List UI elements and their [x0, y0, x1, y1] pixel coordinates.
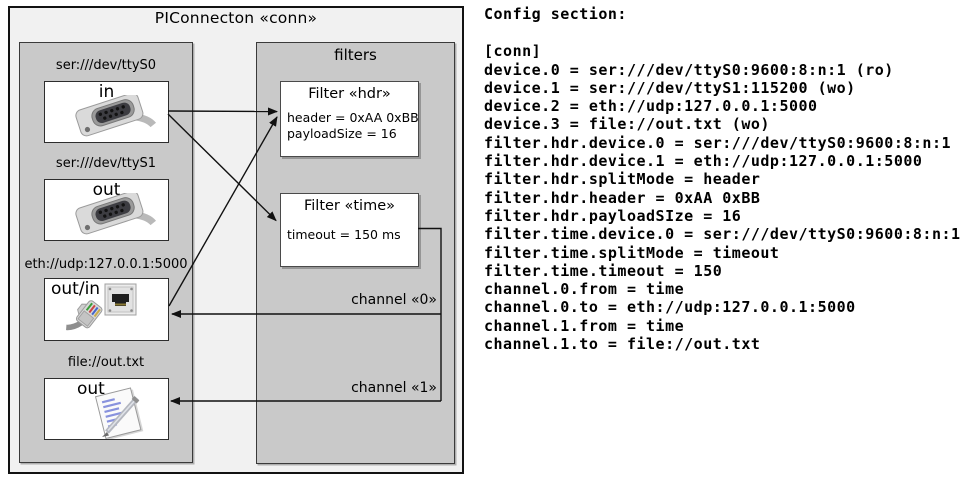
device-label-ttyS1: ser:///dev/ttyS1 — [55, 156, 157, 171]
filter-box-time: Filter «time» timeout = 150 ms — [280, 193, 419, 267]
config-line: filter.hdr.device.1 = eth://udp:127.0.0.… — [484, 152, 923, 171]
filters-group-label: filters — [334, 46, 377, 64]
serial-connector-icon — [75, 95, 157, 137]
channel-1-label: channel «1» — [351, 380, 437, 396]
config-line: channel.0.to = eth://udp:127.0.0.1:5000 — [484, 298, 856, 317]
config-line: filter.hdr.splitMode = header — [484, 170, 761, 189]
config-heading: Config section: — [484, 5, 627, 23]
device-label-eth: eth://udp:127.0.0.1:5000 — [24, 257, 188, 272]
ethernet-port-icon — [104, 283, 137, 316]
port-label: out — [92, 180, 121, 200]
config-line: channel.1.to = file://out.txt — [484, 335, 761, 354]
filter-box-hdr: Filter «hdr» header = 0xAA 0xBB payloadS… — [280, 81, 419, 157]
config-line: device.0 = ser:///dev/ttyS0:9600:8:n:1 (… — [484, 60, 894, 79]
diagram-title: PIConnecton «conn» — [154, 9, 318, 27]
config-line: [conn] — [484, 42, 542, 61]
device-box-ttyS1: out — [44, 179, 169, 241]
config-section: Config section: [conn] device.0 = ser://… — [484, 5, 962, 353]
filter-title-hdr: Filter «hdr» — [308, 86, 391, 102]
device-label-ttyS0: ser:///dev/ttyS0 — [55, 58, 157, 73]
device-box-ttyS0: in — [44, 81, 169, 143]
port-label: out — [77, 379, 105, 399]
filter-param: timeout = 150 ms — [287, 227, 401, 242]
device-box-file: out — [44, 378, 169, 440]
config-line: filter.time.splitMode = timeout — [484, 243, 780, 262]
config-line: channel.1.from = time — [484, 316, 685, 335]
config-line: device.3 = file://out.txt (wo) — [484, 115, 770, 134]
config-line: channel.0.from = time — [484, 280, 685, 299]
config-line: device.1 = ser:///dev/ttyS1:115200 (wo) — [484, 78, 856, 97]
filters-group-box: filters Filter «hdr» header = 0xAA 0xBB … — [256, 42, 455, 464]
device-box-eth: out/in — [44, 278, 169, 341]
config-line: filter.hdr.payloadSIze = 16 — [484, 206, 742, 225]
devices-group-box: ser:///dev/ttyS0 in ser:///dev/ttyS1 out — [19, 42, 193, 463]
config-lines: [conn] device.0 = ser:///dev/ttyS0:9600:… — [484, 42, 962, 353]
filter-param: payloadSize = 16 — [287, 126, 397, 141]
config-line: filter.time.device.0 = ser:///dev/ttyS0:… — [484, 225, 961, 244]
config-line: filter.hdr.device.0 = ser:///dev/ttyS0:9… — [484, 133, 952, 152]
config-line: device.2 = eth://udp:127.0.0.1:5000 — [484, 97, 818, 116]
ethernet-cable-icon — [66, 300, 103, 331]
notepad-pen-icon — [94, 387, 144, 439]
port-label: in — [98, 82, 115, 102]
config-line: filter.time.timeout = 150 — [484, 261, 723, 280]
config-line: filter.hdr.header = 0xAA 0xBB — [484, 188, 761, 207]
port-label: out/in — [51, 279, 101, 299]
channel-0-label: channel «0» — [351, 292, 437, 308]
filter-title-time: Filter «time» — [303, 198, 396, 214]
serial-connector-icon — [75, 193, 157, 235]
device-label-file: file://out.txt — [67, 355, 145, 370]
filter-param: header = 0xAA 0xBB — [287, 110, 419, 125]
